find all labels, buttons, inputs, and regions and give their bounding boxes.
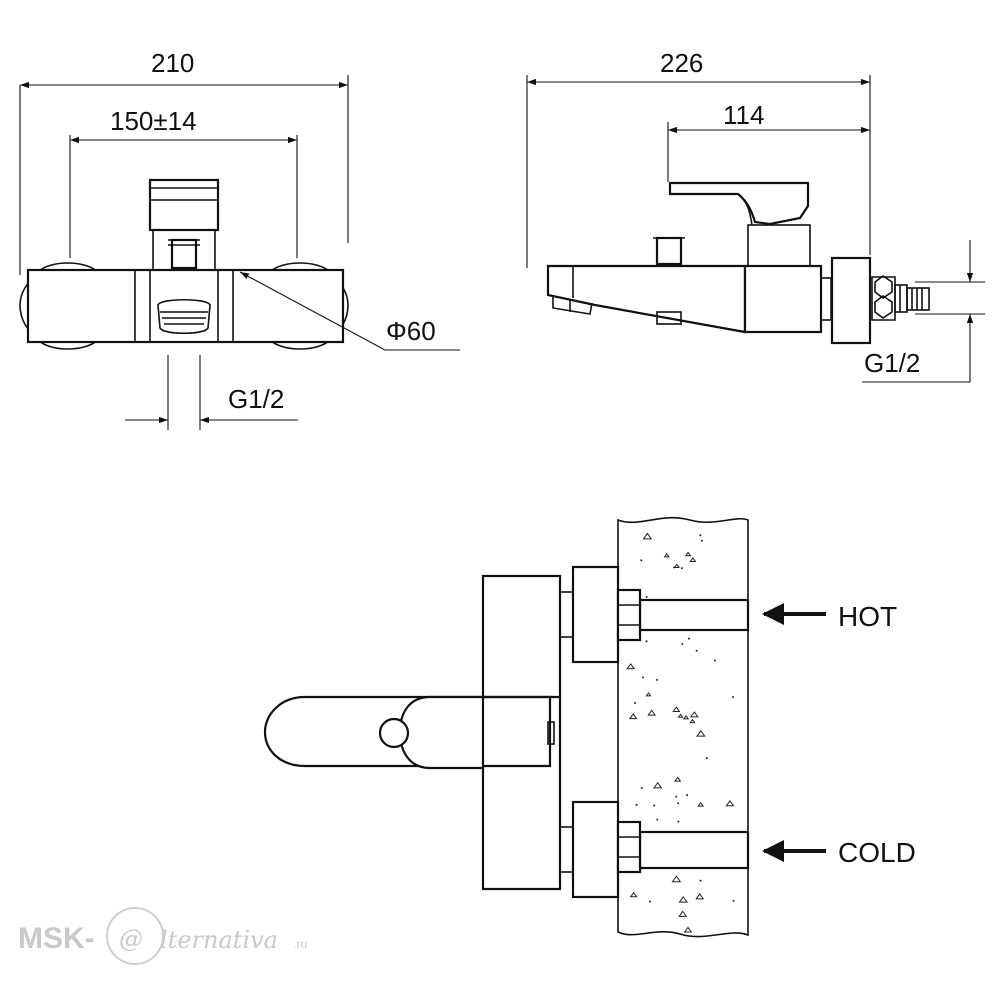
aggregate-speck [656,678,659,681]
svg-text:lternativa: lternativa [160,926,278,954]
aggregate-speck [628,713,638,720]
watermark-logo: MSK- @ lternativa .ru [18,907,307,965]
aggregate-speck [732,696,735,699]
cold-pipe [638,830,750,870]
dim-inlet-thread-side: G1/2 [864,348,920,378]
aggregate-speck [673,563,680,568]
cold-flange [571,800,620,899]
aggregate-speck [640,786,643,789]
hot-pipe [638,598,750,632]
aggregate-speck [732,899,735,902]
aggregate-speck [678,896,688,903]
aggregate-speck [677,713,684,718]
hot-label: HOT [838,601,897,632]
hot-flange [571,565,620,664]
aggregate-speck [653,804,656,807]
aggregate-speck [696,729,706,737]
aggregate-speck [695,649,698,652]
dim-overall-depth: 226 [660,48,703,78]
aggregate-speck [656,818,659,821]
aggregate-speck [649,900,652,903]
mixer-body [26,268,345,344]
spout-outlet [157,298,211,335]
aggregate-speck [634,701,637,704]
side-view: G1/2 226 114 [526,48,985,383]
front-view: Φ60 G1/2 210 150±14 [19,48,460,430]
aggregate-speck [684,551,692,557]
aggregate-speck [672,706,681,712]
aggregate-speck [705,757,708,760]
aggregate-speck [713,659,716,662]
aggregate-speck [683,926,693,933]
aggregate-speck [700,539,703,542]
aggregate-speck [626,663,636,670]
svg-text:.ru: .ru [293,937,307,951]
aggregate-speck [645,596,648,599]
aggregate-speck [681,643,684,646]
aggregate-speck [635,803,638,806]
aggregate-speck [673,566,676,569]
aggregate-speck [695,893,705,900]
side-diverter-knob [655,236,683,266]
aggregate-speck [641,676,644,679]
aggregate-speck [697,801,705,807]
aggregate-speck [689,557,697,563]
svg-text:@: @ [119,925,143,953]
spout [546,264,747,334]
dim-center-distance: 150±14 [110,106,197,136]
wall-aggregate [626,532,735,933]
aggregate-speck [677,802,680,805]
aggregate-speck [663,552,670,558]
dim-inlet-thread-front: G1/2 [228,384,284,414]
aggregate-speck [699,534,702,537]
aggregate-speck [645,640,648,643]
svg-text:MSK-: MSK- [18,922,95,955]
aggregate-speck [645,692,652,697]
aggregate-speck [689,711,699,718]
aggregate-speck [647,709,657,716]
aggregate-speck [640,559,643,562]
aggregate-speck [653,781,663,789]
aggregate-speck [678,910,688,917]
aggregate-speck [682,714,690,720]
dim-overall-width: 210 [151,48,194,78]
diverter-button [378,717,410,749]
aggregate-speck [675,795,678,798]
aggregate-speck [680,567,683,570]
dim-diameter: Φ60 [386,316,436,346]
side-lever [668,181,810,226]
cold-label: COLD [838,837,916,868]
aggregate-speck [699,879,702,882]
aggregate-speck [671,875,682,883]
aggregate-speck [725,800,735,807]
wall-section [617,516,749,938]
aggregate-speck [642,532,653,540]
aggregate-speck [629,891,638,898]
aggregate-speck [686,794,689,797]
aggregate-speck [674,776,682,782]
aggregate-speck [677,820,680,823]
aggregate-speck [689,718,696,724]
dim-partial-depth: 114 [723,100,764,130]
installation-view: HOT COLD [263,516,916,938]
aggregate-speck [687,637,690,640]
wall-flange [830,256,872,345]
